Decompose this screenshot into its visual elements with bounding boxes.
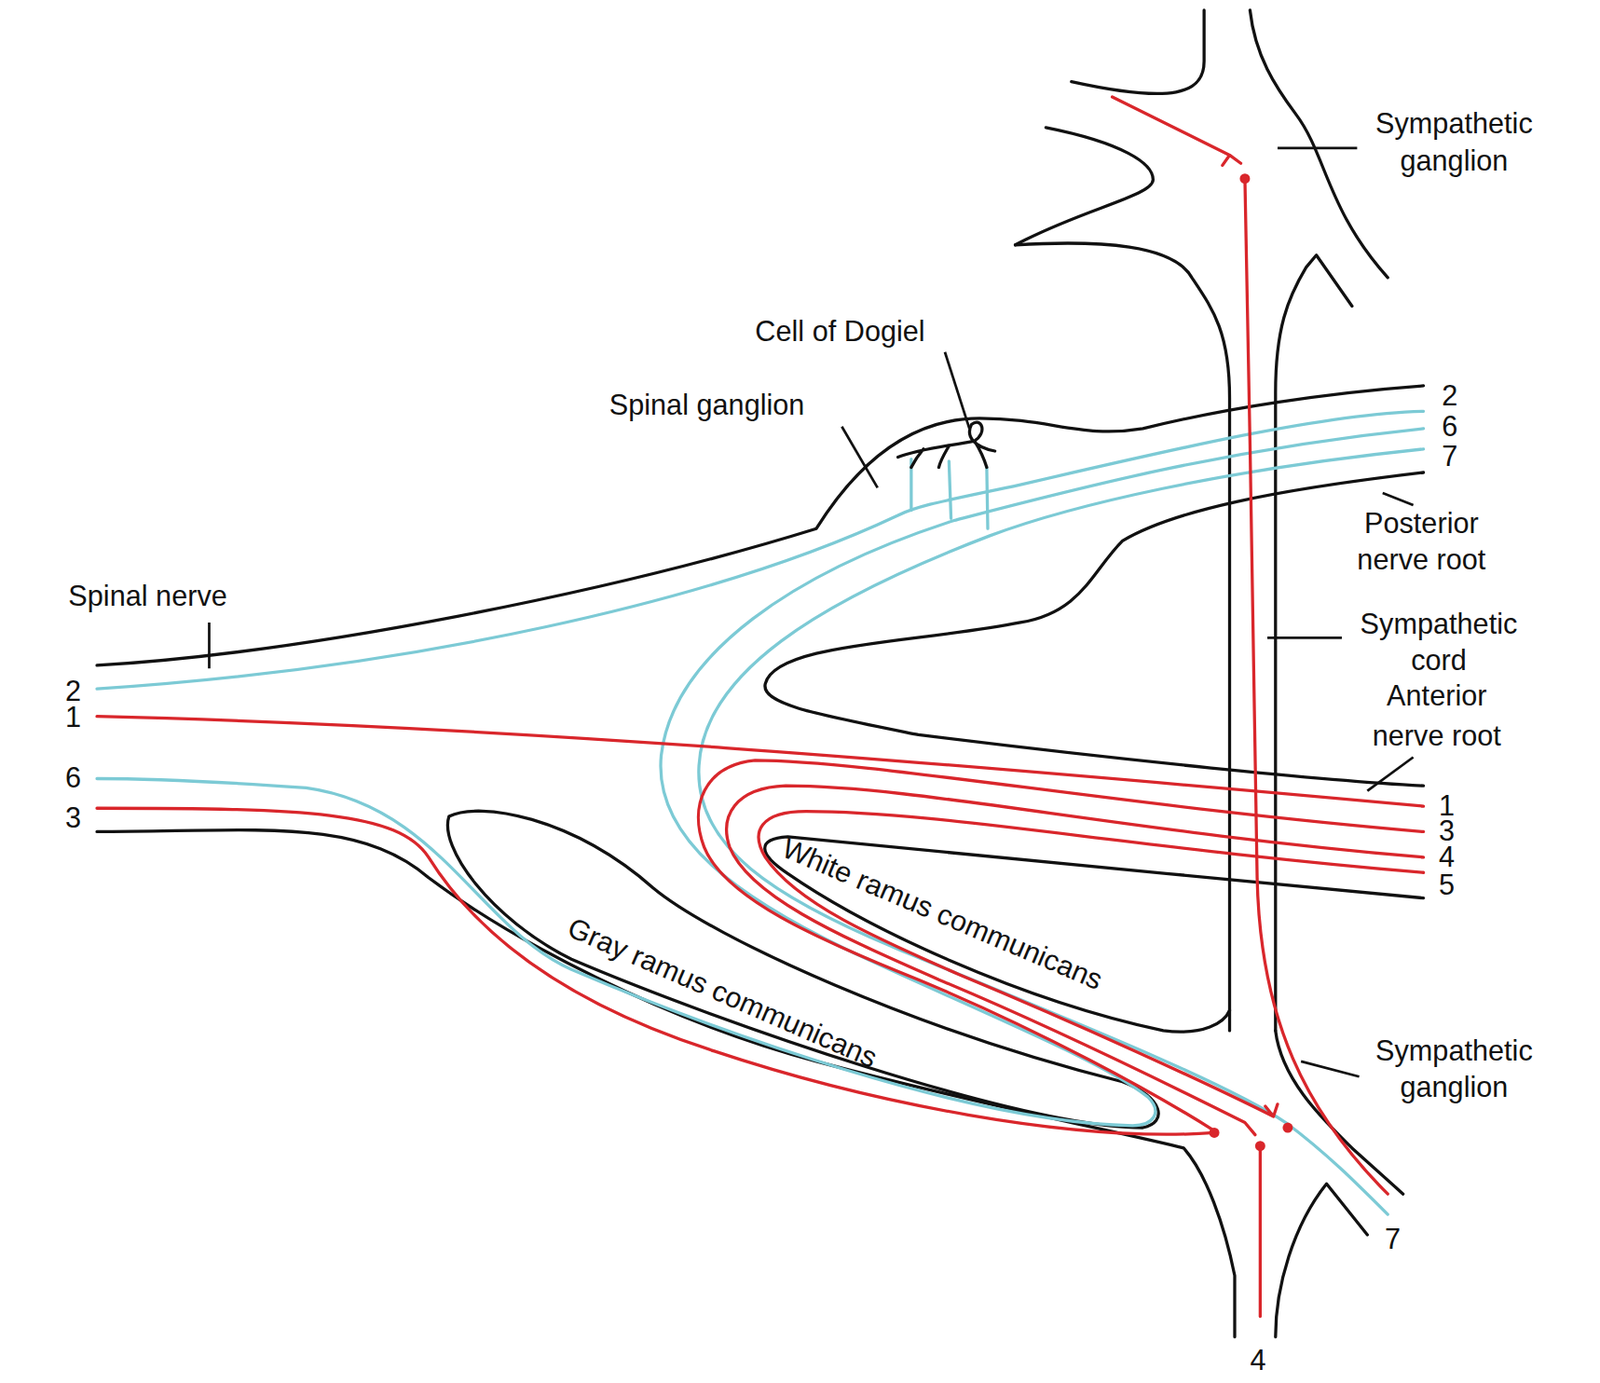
part-label: Sympathetic cord <box>1341 605 1536 680</box>
top-ganglion-branch <box>1015 127 1154 246</box>
fibre-3-post <box>96 807 1215 1135</box>
leader-line <box>1267 636 1342 640</box>
callout-number: 6 <box>1441 408 1458 445</box>
callout-number: 1 <box>65 698 82 736</box>
leader-line <box>207 622 211 669</box>
motor-fibres <box>96 96 1424 1317</box>
sensory-fibres <box>96 410 1424 1215</box>
root-fork-edge <box>765 472 1424 786</box>
leader-line <box>1300 1061 1359 1077</box>
fibre-6 <box>96 428 1424 1126</box>
synapse-dot <box>1209 1127 1220 1138</box>
callout-number: 5 <box>1438 867 1455 904</box>
synapse-dot <box>1255 1140 1266 1151</box>
fibre-4-post <box>1258 1148 1262 1317</box>
cord-right-edge <box>1275 255 1353 1031</box>
callout-number: 3 <box>65 800 82 837</box>
callout-number: 2 <box>1441 377 1458 414</box>
leader-line <box>1382 492 1414 506</box>
part-label: Sympathetic ganglion <box>1352 106 1557 180</box>
part-label: Anterior nerve root <box>1350 675 1524 758</box>
top-ganglion-right <box>1249 10 1388 278</box>
callout-number: 7 <box>1384 1221 1401 1259</box>
dogiel-processes <box>898 422 996 467</box>
spinal-nerve-bottom-edge <box>96 830 1235 1338</box>
nerve-outlines <box>96 10 1424 1338</box>
fibre-4-pre <box>726 785 1424 1136</box>
leader-line <box>944 352 970 429</box>
part-label: Spinal ganglion <box>609 386 806 424</box>
cord-left-edge <box>1015 243 1231 1031</box>
fibre-2 <box>96 410 1424 689</box>
part-label: White ramus communicans <box>776 830 1108 999</box>
callout-number: 6 <box>65 760 82 797</box>
top-fibre <box>1112 96 1242 165</box>
cord-fibre <box>1244 178 1388 1195</box>
bottom-ganglion-branch <box>1275 1183 1368 1337</box>
callout-number: 4 <box>1249 1341 1266 1379</box>
part-label: Cell of Dogiel <box>754 313 925 350</box>
part-label: Gray ramus communicans <box>561 909 883 1077</box>
leader-line <box>1367 757 1413 792</box>
part-label: Spinal nerve <box>68 578 227 616</box>
part-label: Sympathetic ganglion <box>1352 1032 1557 1107</box>
leader-lines <box>208 148 1413 1077</box>
top-ganglion-outline <box>1071 10 1204 95</box>
spinal-nerve-top-edge <box>96 385 1424 666</box>
leader-line <box>841 426 877 489</box>
leader-line <box>1277 146 1357 150</box>
dogiel-branches <box>911 459 988 529</box>
synapse-dot <box>1239 173 1250 184</box>
synapse-dot <box>1282 1122 1293 1134</box>
part-label: Posterior nerve root <box>1334 505 1508 579</box>
dogiel-cell <box>898 422 996 467</box>
gray-ramus-loop <box>447 810 1159 1128</box>
callout-number: 7 <box>1441 438 1458 476</box>
